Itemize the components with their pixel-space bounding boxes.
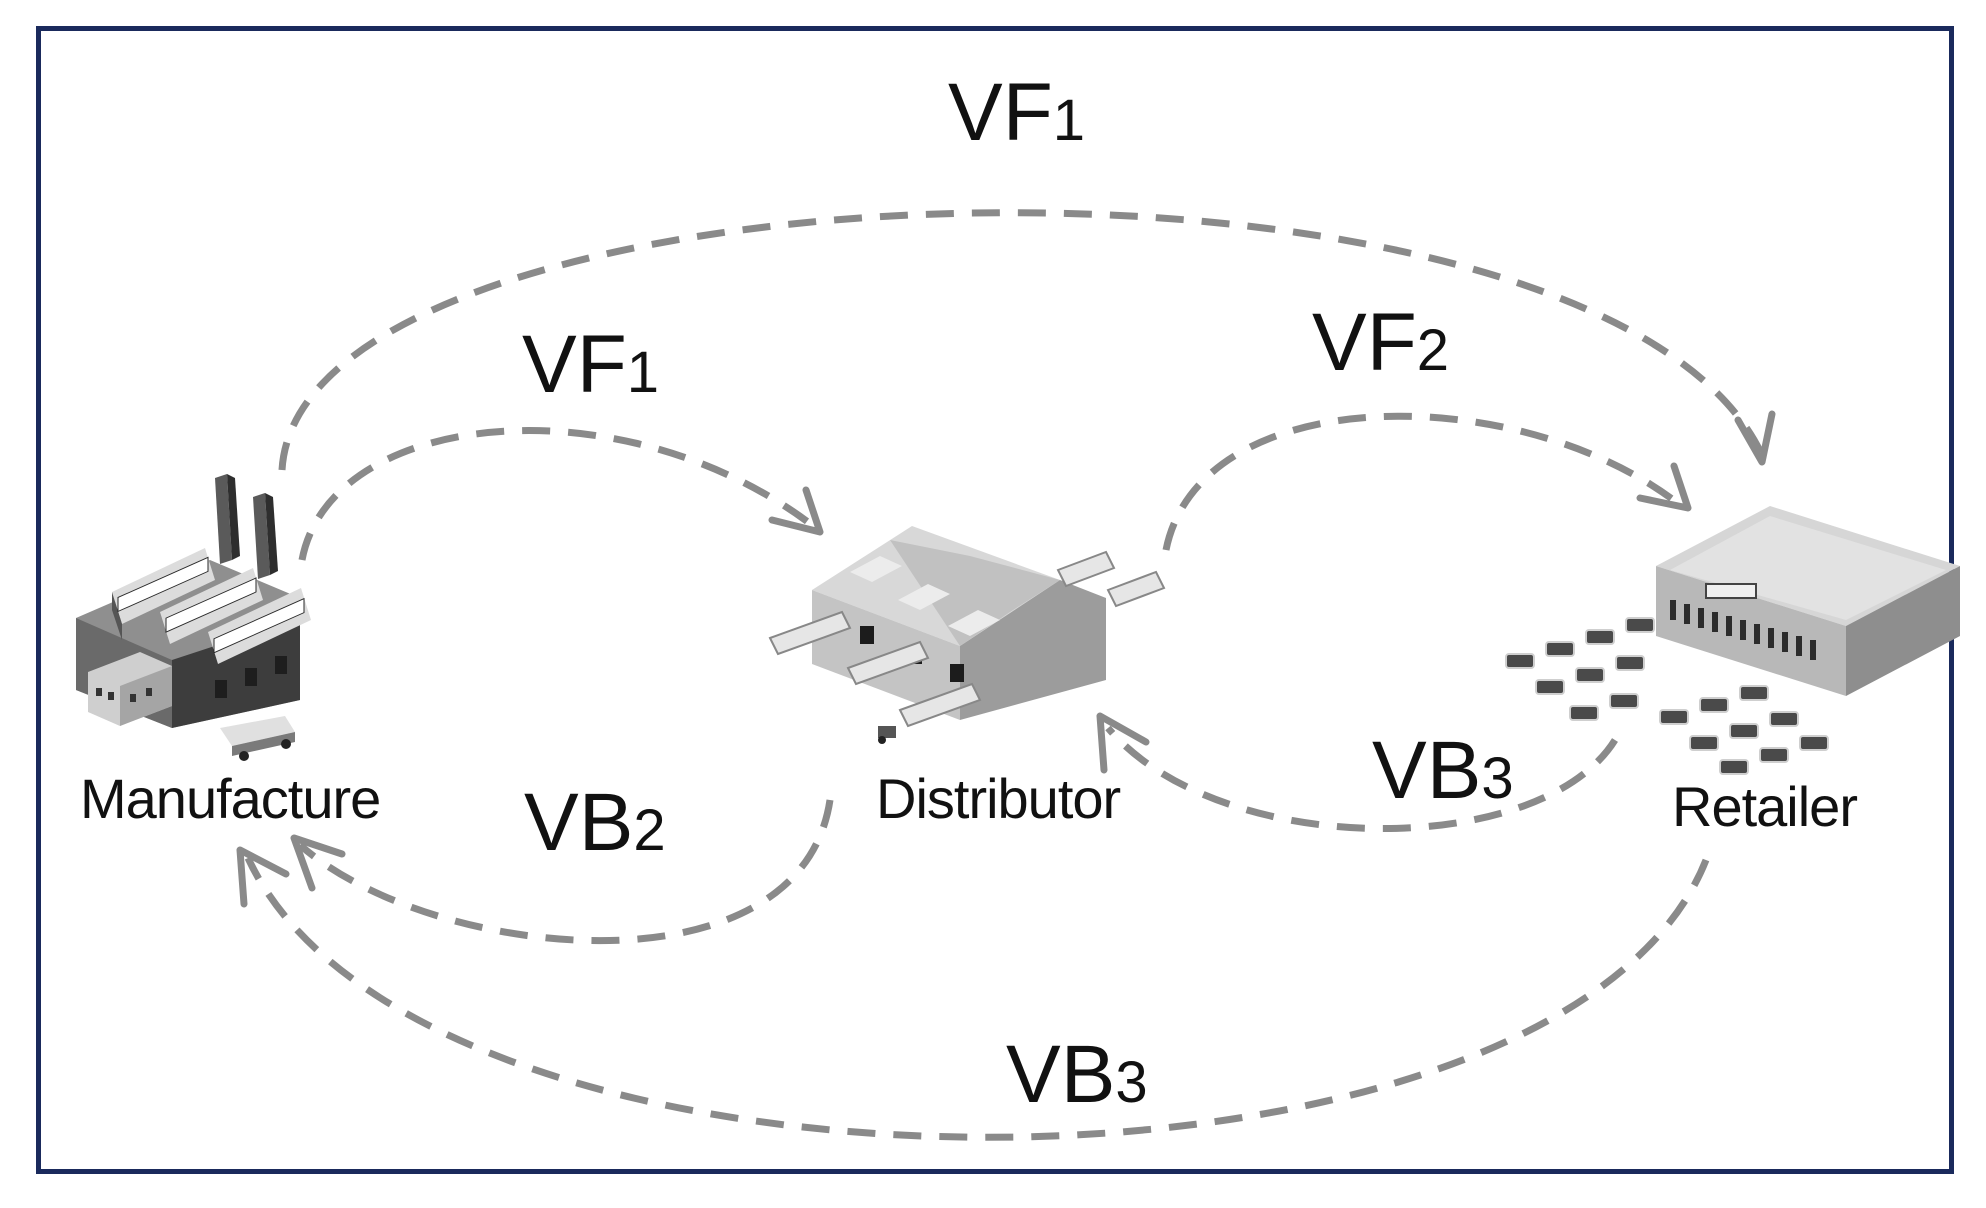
arrow-vb2 [297,799,834,945]
arrow-vb3-outer [244,856,1710,1141]
label-vb2: VB2 [524,777,666,868]
arrowhead-vb3-outer [236,846,290,908]
arrow-vf1-inner [298,427,815,561]
arrowhead-vb3-inner [1096,712,1150,774]
arrowhead-vf1-inner [768,486,824,536]
arrow-vb3-inner [1105,725,1618,832]
arrowhead-vf2 [1636,462,1692,512]
node-label-retailer: Retailer [1672,775,1857,838]
arrow-vf1-outer [278,209,1766,471]
arrow-vf2 [1162,412,1683,551]
label-vf1-inner: VF1 [522,319,659,410]
label-vf1-outer: VF1 [948,67,1085,158]
factory-icon [76,474,311,761]
label-vf2: VF2 [1312,297,1449,388]
arrowhead-vb2 [290,834,346,892]
store-icon [1505,506,1960,775]
node-label-distributor: Distributor [876,767,1121,830]
label-vb3-inner: VB3 [1372,725,1514,816]
node-label-manufacture: Manufacture [80,767,380,830]
warehouse-icon [768,526,1166,744]
label-vb3-outer: VB3 [1006,1029,1148,1120]
arrowhead-vf1-outer [1734,410,1776,466]
